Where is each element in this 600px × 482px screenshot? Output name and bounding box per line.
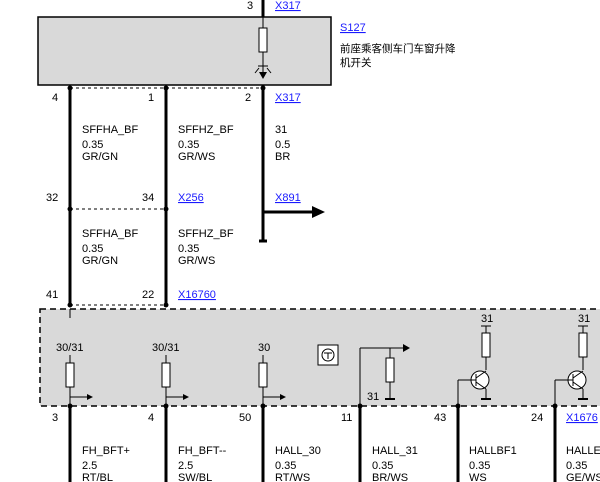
wire-size: 0.35 xyxy=(275,460,296,472)
wire-color: WS xyxy=(469,472,487,482)
wire-color: SW/BL xyxy=(178,472,212,482)
wire-name: HALL_30 xyxy=(275,445,321,457)
connector-x1676-link[interactable]: X1676 xyxy=(566,412,598,424)
wire-size: 2.5 xyxy=(178,460,193,472)
pin-label: 22 xyxy=(142,289,154,301)
splice-dot xyxy=(260,403,266,409)
wire-name: 31 xyxy=(275,124,287,136)
pin-label: 50 xyxy=(239,412,251,424)
splice-dot xyxy=(163,302,169,308)
module-label: 31 xyxy=(481,313,493,325)
resistor-4 xyxy=(385,357,395,383)
wire-size: 0.35 xyxy=(82,243,103,255)
wire-name: HALLBF1 xyxy=(469,445,517,457)
hall-sensor-icon xyxy=(321,348,335,362)
wire-name: FH_BFT-- xyxy=(178,445,227,457)
wire-name: FH_BFT+ xyxy=(82,445,130,457)
arrow-right-icon xyxy=(87,394,93,400)
resistor-3 xyxy=(258,362,268,388)
wire-color: RT/WS xyxy=(275,472,310,482)
pin-label: 4 xyxy=(148,412,154,424)
connector-x256-link[interactable]: X256 xyxy=(178,192,204,204)
resistor-s127 xyxy=(258,27,268,53)
resistor-6 xyxy=(578,332,588,358)
pin-label: 41 xyxy=(46,289,58,301)
switch-box-s127 xyxy=(37,16,332,86)
led-arrows-icon xyxy=(254,65,272,76)
wire-size: 0.35 xyxy=(469,460,490,472)
connector-x317-top-link[interactable]: X317 xyxy=(275,0,301,12)
pin-label: 43 xyxy=(434,412,446,424)
wire-size: 0.35 xyxy=(82,139,103,151)
wire-color: RT/BL xyxy=(82,472,113,482)
component-name-line2: 机开关 xyxy=(340,56,372,69)
arrow-right-icon xyxy=(280,394,286,400)
splice-dot xyxy=(163,206,169,212)
wire-name: HALL_31 xyxy=(372,445,418,457)
pin-label: 2 xyxy=(245,92,251,104)
wire-size: 2.5 xyxy=(82,460,97,472)
splice-dot xyxy=(67,206,73,212)
wire-color: GR/GN xyxy=(82,255,118,267)
wire-size: 0.35 xyxy=(372,460,393,472)
led-triangle-icon xyxy=(259,72,267,79)
resistor-2 xyxy=(161,362,171,388)
pin-label: 4 xyxy=(52,92,58,104)
arrow-right-icon xyxy=(403,344,410,352)
wire-color: BR xyxy=(275,151,290,163)
module-label: 30/31 xyxy=(56,342,84,354)
resistor-1 xyxy=(65,362,75,388)
splice-dot xyxy=(163,403,169,409)
wire-color: GR/WS xyxy=(178,151,215,163)
splice-dot xyxy=(67,302,73,308)
connector-x891-link[interactable]: X891 xyxy=(275,192,301,204)
component-s127-link[interactable]: S127 xyxy=(340,22,366,34)
pin-label: 11 xyxy=(341,412,352,424)
pin-label: 32 xyxy=(46,192,58,204)
pin-label: 3 xyxy=(52,412,58,424)
splice-dot xyxy=(455,403,461,409)
resistor-5 xyxy=(481,332,491,358)
hall-sensor-icon xyxy=(324,352,332,359)
wire-color: GR/GN xyxy=(82,151,118,163)
module-label: 31 xyxy=(578,313,590,325)
splice-dot xyxy=(260,85,266,91)
splice-dot xyxy=(552,403,558,409)
wire-name: SFFHA_BF xyxy=(82,228,139,240)
module-label: 30 xyxy=(258,342,270,354)
pin-label: 34 xyxy=(142,192,154,204)
wire-name: HALLE xyxy=(566,445,600,457)
module-label: 31 xyxy=(367,391,379,403)
arrow-right-icon xyxy=(183,394,189,400)
wire-size: 0.35 xyxy=(178,139,199,151)
splice-dot xyxy=(357,403,363,409)
splice-dot xyxy=(67,85,73,91)
wire-size: 0.35 xyxy=(566,460,587,472)
connector-x317-mid-link[interactable]: X317 xyxy=(275,92,301,104)
connector-x16760-link[interactable]: X16760 xyxy=(178,289,216,301)
wire-name: SFFHZ_BF xyxy=(178,228,234,240)
wire-color: BR/WS xyxy=(372,472,408,482)
arrow-right-icon xyxy=(312,206,325,218)
wire-size: 0.35 xyxy=(178,243,199,255)
module-label: 30/31 xyxy=(152,342,180,354)
splice-dot xyxy=(163,85,169,91)
wire-color: GR/WS xyxy=(178,255,215,267)
pin-label: 3 xyxy=(247,0,253,12)
wire-name: SFFHA_BF xyxy=(82,124,139,136)
pin-label: 1 xyxy=(148,92,154,104)
wire-name: SFFHZ_BF xyxy=(178,124,234,136)
wire-color: GE/WS xyxy=(566,472,600,482)
wire-size: 0.5 xyxy=(275,139,290,151)
component-name-line1: 前座乘客侧车门车窗升降 xyxy=(340,42,456,55)
pin-label: 24 xyxy=(531,412,543,424)
splice-dot xyxy=(67,403,73,409)
